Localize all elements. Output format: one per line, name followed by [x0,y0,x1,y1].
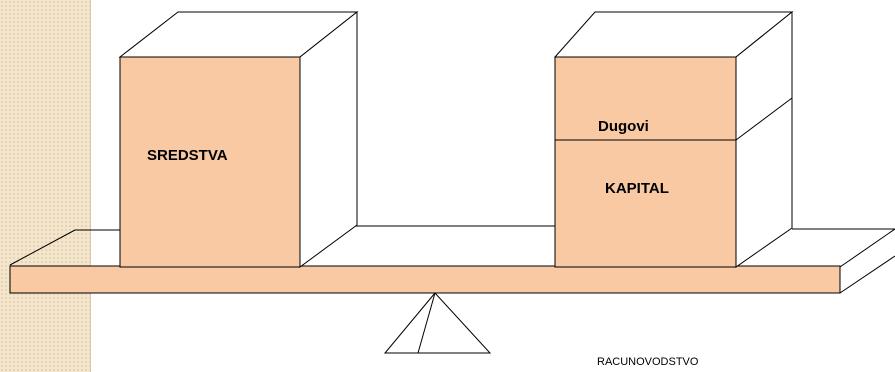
side-strip-border [90,0,91,372]
kapital-label: KAPITAL [605,180,669,197]
footer-text: RACUNOVODSTVO [597,356,699,368]
left-box [118,10,359,268]
decorative-side-strip [0,0,90,372]
fulcrum [383,292,492,354]
sredstva-label: SREDSTVA [147,147,228,164]
dugovi-label: Dugovi [598,118,649,135]
right-box [553,10,794,268]
plank-front-face [9,265,841,294]
